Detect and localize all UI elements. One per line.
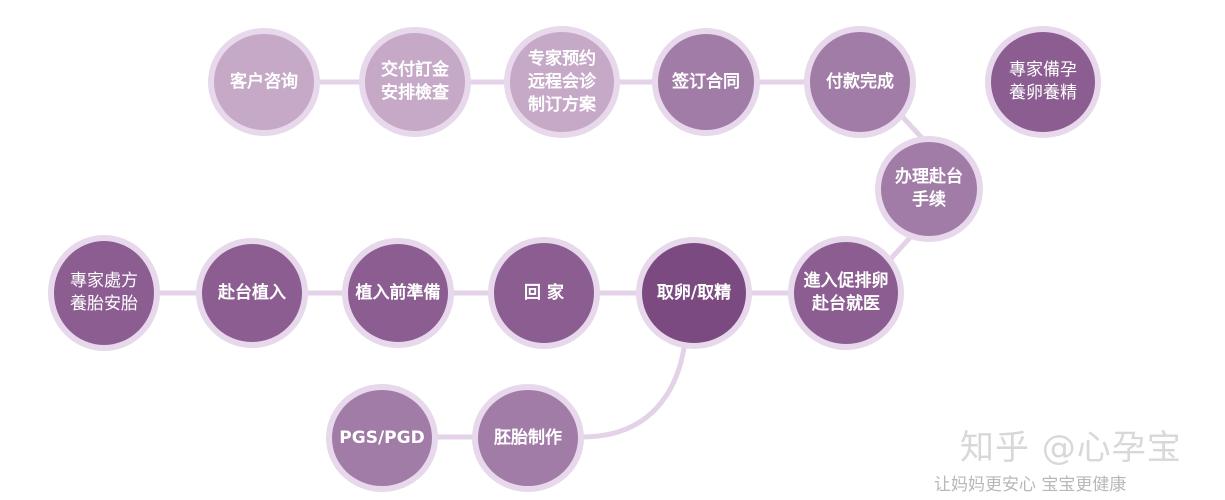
node-label: PGS/PGD: [339, 427, 425, 448]
connector-retrieval-embryo: [579, 339, 688, 440]
node-expert-pregnancy-care: 專家處方 養胎安胎: [48, 235, 160, 351]
node-sign-contract: 签订合同: [652, 28, 760, 136]
node-deposit-exam: 交付訂金 安排檢查: [359, 27, 471, 137]
node-embryo-transfer: 赴台植入: [196, 238, 308, 348]
node-label: 客户咨询: [230, 71, 298, 92]
watermark: 知乎 @心孕宝 让妈妈更安心 宝宝更健康: [934, 428, 1200, 495]
node-label: 付款完成: [826, 71, 894, 92]
node-expert-preconception-care: 專家備孕 養卵養精: [985, 26, 1101, 138]
node-customer-consultation: 客户咨询: [208, 28, 320, 136]
watermark-slogan: 让妈妈更安心 宝宝更健康: [934, 475, 1127, 495]
node-label: 回 家: [524, 282, 564, 303]
node-label: 赴台植入: [218, 282, 286, 303]
node-return-home: 回 家: [488, 237, 600, 349]
watermark-main: 知乎 @心孕宝: [960, 428, 1182, 468]
node-label: 专家预约 远程会诊 制订方案: [528, 48, 596, 115]
node-payment-complete: 付款完成: [804, 26, 916, 138]
node-label: 植入前準備: [355, 282, 441, 303]
node-label: 專家處方 養胎安胎: [70, 271, 138, 314]
node-label: 办理赴台 手续: [895, 167, 963, 210]
node-taiwan-travel-procedures: 办理赴台 手续: [875, 136, 983, 242]
node-label: 签订合同: [672, 71, 740, 92]
node-pre-transfer-prep: 植入前準備: [342, 238, 454, 348]
node-label: 交付訂金 安排檢查: [381, 60, 449, 103]
node-label: 進入促排卵 赴台就医: [803, 271, 889, 314]
node-ovarian-stimulation: 進入促排卵 赴台就医: [788, 236, 904, 350]
node-label: 專家備孕 養卵養精: [1009, 60, 1077, 103]
node-remote-consultation: 专家预约 远程会诊 制订方案: [504, 26, 620, 138]
node-label: 胚胎制作: [494, 427, 562, 448]
node-egg-sperm-retrieval: 取卵/取精: [636, 237, 752, 349]
node-label: 取卵/取精: [656, 282, 732, 303]
node-embryo-creation: 胚胎制作: [472, 384, 584, 492]
node-pgs-pgd: PGS/PGD: [326, 384, 438, 492]
